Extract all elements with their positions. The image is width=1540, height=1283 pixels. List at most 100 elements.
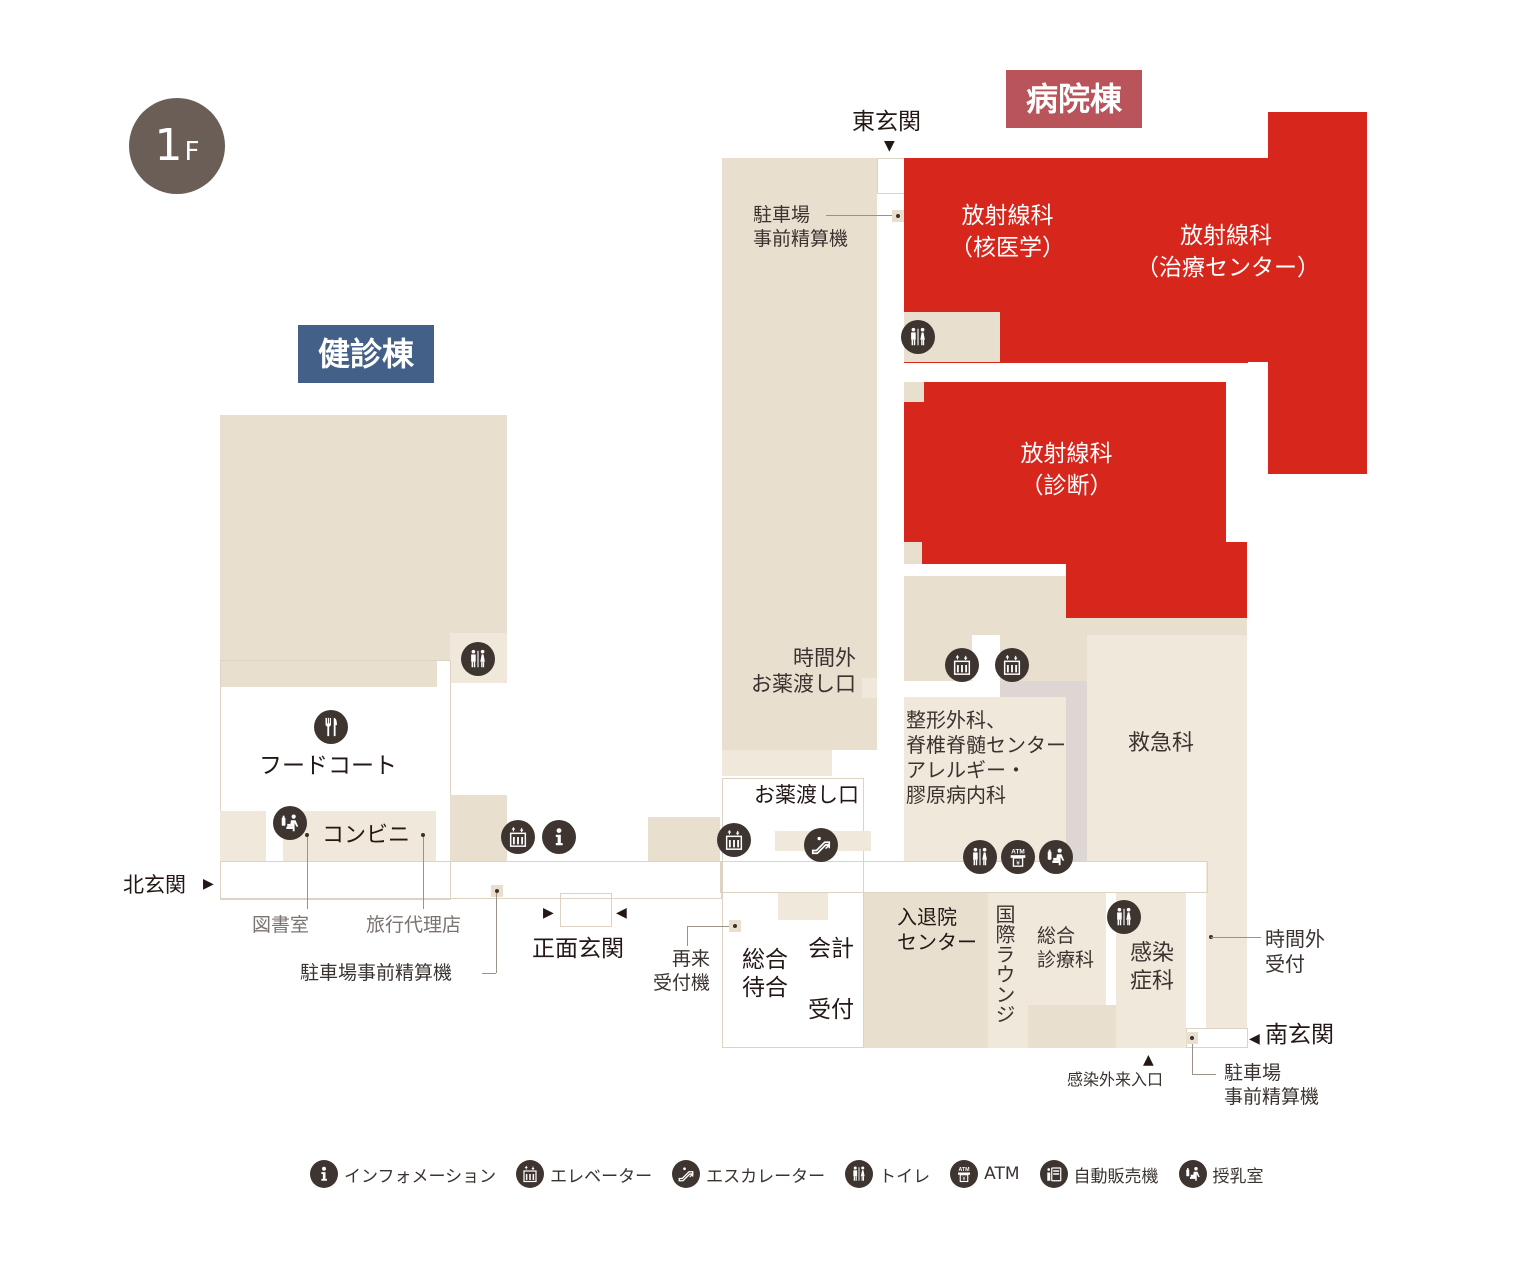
map-legend: インフォメーション エレベーター エスカレーター トイレ ATM 自動販売機 授… xyxy=(310,1160,1284,1188)
radiology-diagnosis-room[interactable] xyxy=(904,382,1226,564)
callout-line xyxy=(1192,1074,1216,1075)
travel-agency-marker xyxy=(421,833,425,837)
waiting-block xyxy=(778,893,828,920)
admission-label: 入退院 センター xyxy=(897,905,977,954)
infectious-label: 感染 症科 xyxy=(1130,941,1175,994)
pharmacy-block[interactable] xyxy=(722,158,877,750)
general-medicine-label: 総合 診療科 xyxy=(1037,925,1095,971)
atm-icon xyxy=(950,1160,979,1188)
east-entrance-label: 東玄関 xyxy=(852,109,921,135)
building-label-hospital: 病院棟 xyxy=(1006,70,1142,128)
legend-label: ATM xyxy=(984,1164,1020,1184)
elevator-hall xyxy=(904,618,1247,635)
nursing-room-icon[interactable] xyxy=(273,806,307,840)
parking-kiosk-north-marker[interactable] xyxy=(491,885,503,897)
restroom-icon[interactable] xyxy=(461,642,495,676)
corridor-notch xyxy=(862,678,877,698)
callout-line xyxy=(826,215,892,216)
corridor xyxy=(1248,350,1268,474)
radiology-diagnosis-label: 放射線科 （診断） xyxy=(1020,441,1113,500)
checkup-strip xyxy=(220,660,437,687)
food-court-outline xyxy=(220,660,451,900)
radiology-treatment-label: 放射線科 （治療センター） xyxy=(1136,223,1320,282)
travel-agency-label: 旅行代理店 xyxy=(366,914,462,936)
admission-center-room[interactable] xyxy=(863,893,988,1048)
east-corridor-outline xyxy=(877,158,905,194)
revisit-kiosk-label: 再来 受付機 xyxy=(652,948,710,994)
legend-label: インフォメーション xyxy=(344,1166,497,1187)
legend-label: トイレ xyxy=(879,1166,931,1187)
intl-lounge-room[interactable] xyxy=(988,893,1028,1048)
small-room xyxy=(904,542,922,564)
callout-line xyxy=(423,837,424,909)
main-entrance-vestibule xyxy=(560,893,612,927)
corridor-outline xyxy=(720,861,1208,893)
legend-label: エレベーター xyxy=(550,1166,653,1187)
main-corridor-outline xyxy=(220,861,722,899)
escalator-icon xyxy=(672,1160,701,1188)
orthopedics-label: 整形外科、 脊椎脊髄センター アレルギー・ 膠原病内科 xyxy=(906,708,1066,807)
pharmacy-label: お薬渡し口 xyxy=(754,783,859,807)
nursing-room-icon[interactable] xyxy=(1039,840,1073,874)
up-arrow-icon: ▲ xyxy=(1143,1052,1154,1068)
building-label-checkup: 健診棟 xyxy=(298,325,434,383)
elevator-icon[interactable] xyxy=(501,820,535,854)
right-arrow-icon: ▶ xyxy=(203,876,214,892)
info-icon[interactable] xyxy=(542,820,576,854)
elevator-icon[interactable] xyxy=(945,648,979,682)
infection-entrance-label: 感染外来入口 xyxy=(1067,1070,1164,1089)
stair-block xyxy=(648,817,720,861)
reception-label: 受付 xyxy=(808,997,854,1023)
legend-item-atm: ATM xyxy=(950,1160,1020,1188)
radiology-nuclear-label: 放射線科 （核医学） xyxy=(950,203,1065,262)
main-entrance-label: 正面玄関 xyxy=(532,936,624,962)
legend-item-vending: 自動販売機 xyxy=(1039,1160,1159,1188)
parking-kiosk-south-marker[interactable] xyxy=(1186,1032,1198,1044)
parking-kiosk-east-marker[interactable] xyxy=(892,210,904,222)
escalator-icon[interactable] xyxy=(804,828,838,862)
restroom-icon[interactable] xyxy=(963,840,997,874)
elevator-icon[interactable] xyxy=(995,648,1029,682)
intl-lounge-label: 国際ラウンジ xyxy=(992,904,1016,1024)
down-arrow-icon: ▼ xyxy=(884,138,895,154)
emergency-lower xyxy=(1206,862,1247,1028)
legend-item-restroom: トイレ xyxy=(845,1160,930,1188)
pharmacy-lower-rooms xyxy=(722,750,832,776)
emergency-label: 救急科 xyxy=(1128,731,1195,756)
legend-item-nursing: 授乳室 xyxy=(1178,1160,1264,1188)
legend-label: 授乳室 xyxy=(1212,1166,1264,1187)
callout-line xyxy=(496,893,497,973)
checkup-main-block[interactable] xyxy=(220,415,507,660)
callout-line xyxy=(482,973,496,974)
food-court-label: フードコート xyxy=(259,753,397,779)
north-entrance-label: 北玄関 xyxy=(123,873,186,897)
callout-line xyxy=(1192,1044,1193,1074)
vending-machine-icon xyxy=(1039,1160,1068,1188)
callout-line xyxy=(307,837,308,909)
info-icon xyxy=(310,1160,338,1188)
restroom-icon[interactable] xyxy=(901,320,935,354)
library-room[interactable] xyxy=(220,811,266,861)
orthopedics-room[interactable] xyxy=(904,697,1066,861)
left-arrow-icon: ◀ xyxy=(616,905,627,921)
legend-item-info: インフォメーション xyxy=(310,1160,496,1188)
atm-icon[interactable] xyxy=(1001,840,1035,874)
parking-kiosk-north-label: 駐車場事前精算機 xyxy=(300,962,453,984)
library-marker xyxy=(305,833,309,837)
parking-kiosk-south-label: 駐車場 事前精算機 xyxy=(1224,1062,1320,1108)
restroom-icon[interactable] xyxy=(1107,900,1141,934)
after-hours-pharmacy-label: 時間外 お薬渡し口 xyxy=(751,646,856,697)
general-medicine-room[interactable] xyxy=(1028,893,1106,1005)
left-arrow-icon: ◀ xyxy=(1249,1031,1260,1047)
elevator-icon[interactable] xyxy=(717,823,751,857)
general-waiting-label: 総合 待合 xyxy=(742,947,788,1001)
after-hours-reception-label: 時間外 受付 xyxy=(1265,927,1325,976)
callout-line xyxy=(1211,937,1261,938)
emergency-room[interactable] xyxy=(1087,635,1247,862)
checkup-stair xyxy=(450,795,507,861)
corridor-rooms xyxy=(904,576,1066,618)
radiology-treatment-room[interactable] xyxy=(1268,112,1367,474)
cashier-label: 会計 xyxy=(808,936,854,962)
floor-number: 1 xyxy=(154,120,183,171)
revisit-kiosk-marker[interactable] xyxy=(729,920,741,932)
